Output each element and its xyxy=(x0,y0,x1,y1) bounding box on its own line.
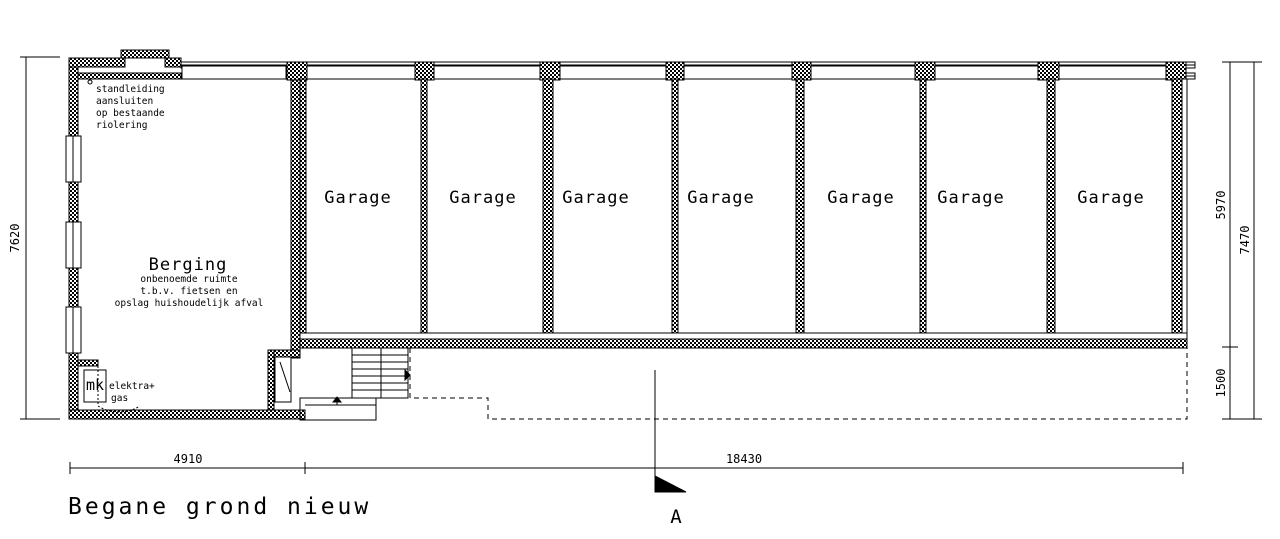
garage-label-7: Garage xyxy=(1077,188,1144,208)
meter-label: mk elektra+ gas xyxy=(86,376,155,404)
berging-door xyxy=(97,356,292,413)
dim-right-upper: 5970 xyxy=(1214,191,1228,220)
garage-label-2: Garage xyxy=(449,188,516,208)
garage-bottom-wall xyxy=(299,332,1188,349)
top-pillars xyxy=(286,61,1187,81)
dim-left-height: 7620 xyxy=(8,224,22,253)
garage-label-3: Garage xyxy=(562,188,629,208)
meter-cabinet xyxy=(83,369,107,403)
riolering-line-3: op bestaande xyxy=(96,108,165,119)
garage-label-1: Garage xyxy=(324,188,391,208)
berging-line-3: opslag huishoudelijk afval xyxy=(115,298,264,309)
dim-right-lower: 1500 xyxy=(1214,369,1228,398)
dim-right-total: 7470 xyxy=(1238,226,1252,255)
drawing-title: Begane grond nieuw xyxy=(68,494,371,520)
dimension-labels: 7620 5970 7470 1500 4910 18430 xyxy=(8,191,1252,466)
section-line-a xyxy=(654,370,687,493)
meter-code: mk xyxy=(86,376,104,394)
garage-labels: Garage Garage Garage Garage Garage Garag… xyxy=(324,188,1144,208)
dashed-outline xyxy=(409,348,1188,420)
meter-line-1: elektra+ xyxy=(109,381,155,392)
dim-bottom-left: 4910 xyxy=(174,452,203,466)
dimension-lines xyxy=(20,56,1262,474)
section-marker-label: A xyxy=(670,506,682,528)
garage-label-4: Garage xyxy=(687,188,754,208)
riolering-line-2: aansluiten xyxy=(96,96,153,107)
riolering-note: standleiding aansluiten op bestaande rio… xyxy=(87,79,165,131)
berging-label: Berging onbenoemde ruimte t.b.v. fietsen… xyxy=(115,255,264,309)
dim-bottom-right: 18430 xyxy=(726,452,762,466)
riolering-line-1: standleiding xyxy=(96,84,165,95)
berging-line-1: onbenoemde ruimte xyxy=(140,274,238,285)
garage-label-6: Garage xyxy=(937,188,1004,208)
garage-label-5: Garage xyxy=(827,188,894,208)
berging-line-2: t.b.v. fietsen en xyxy=(140,286,237,297)
riolering-line-4: riolering xyxy=(96,120,147,131)
staircase xyxy=(299,347,411,421)
berging-title: Berging xyxy=(149,255,228,275)
meter-line-2: gas xyxy=(111,393,128,404)
left-wall-windows xyxy=(65,135,82,354)
